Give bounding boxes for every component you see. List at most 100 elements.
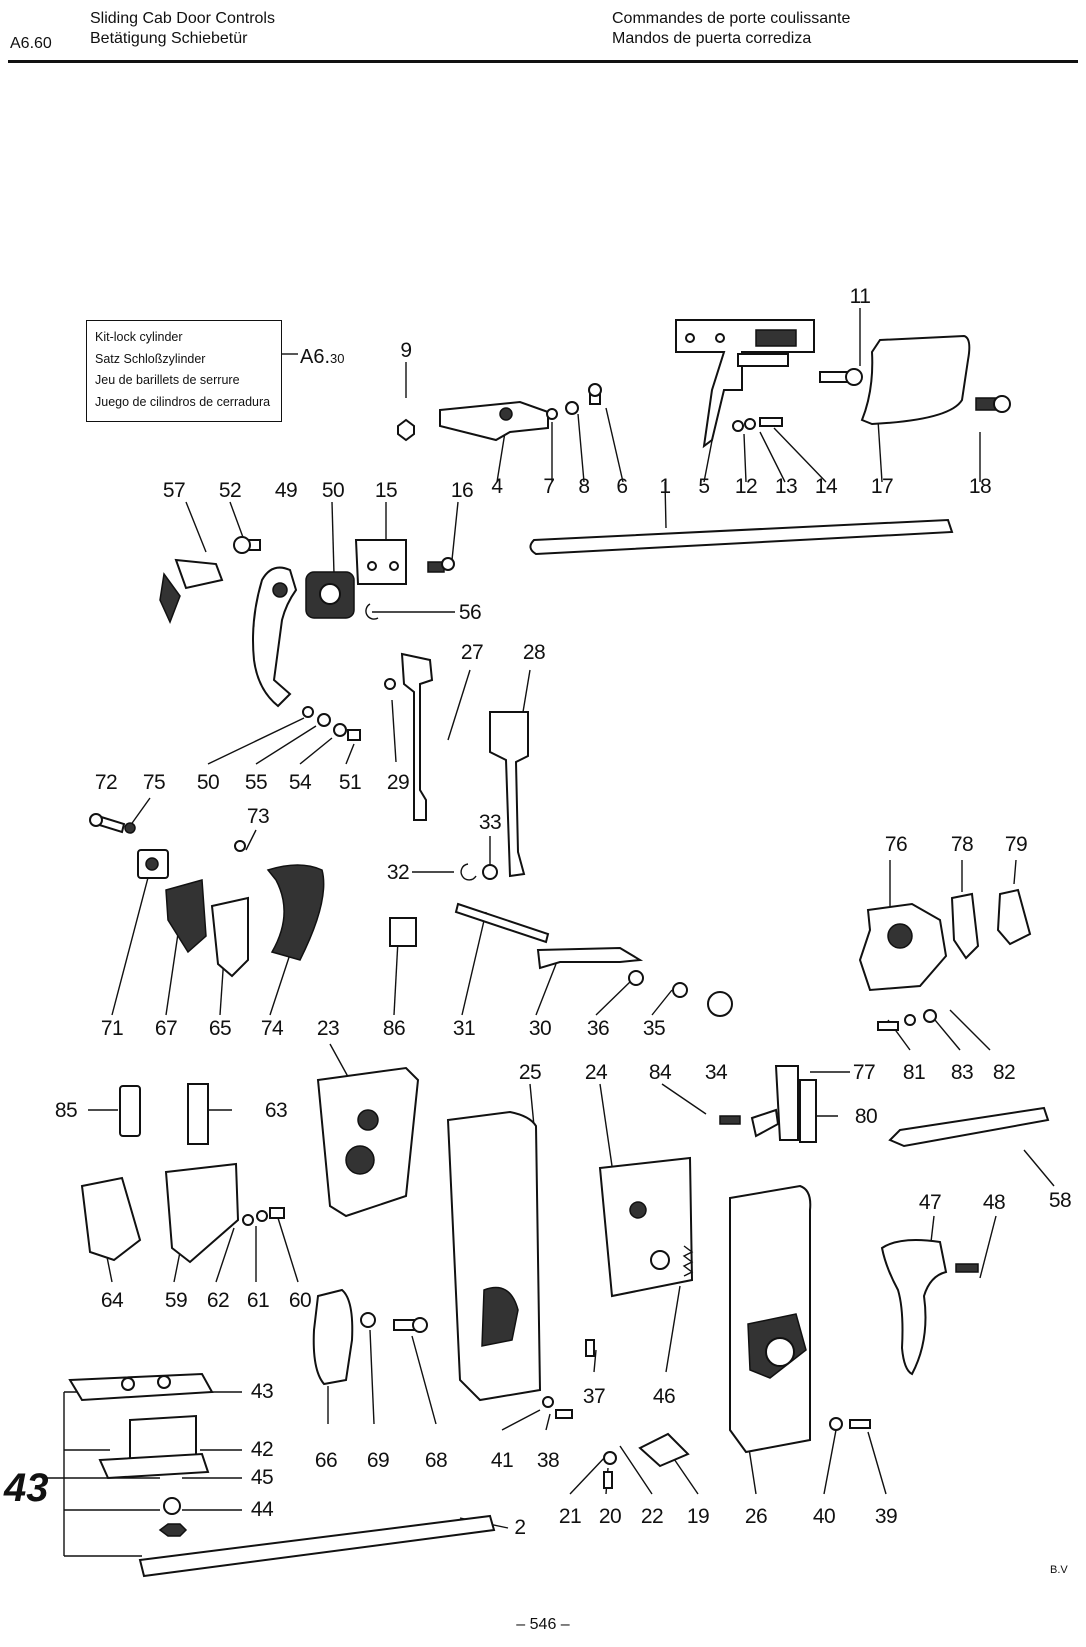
callout-21: 21: [558, 1505, 582, 1528]
callout-58: 58: [1048, 1189, 1072, 1212]
callout-62: 62: [206, 1289, 230, 1312]
callout-74: 74: [260, 1017, 284, 1040]
callout-69: 69: [366, 1449, 390, 1472]
kit-line: Kit-lock cylinder: [95, 330, 183, 344]
callout-45: 45: [250, 1466, 274, 1489]
callout-56: 56: [458, 601, 482, 624]
callout-7: 7: [543, 475, 555, 498]
callout-46: 46: [652, 1385, 676, 1408]
callout-60: 60: [288, 1289, 312, 1312]
callout-39: 39: [874, 1505, 898, 1528]
callout-55: 55: [244, 771, 268, 794]
callout-42: 42: [250, 1438, 274, 1461]
callout-67: 67: [154, 1017, 178, 1040]
kit-line: Jeu de barillets de serrure: [95, 373, 240, 387]
callout-26: 26: [744, 1505, 768, 1528]
kit-reference: A6.30: [300, 346, 345, 368]
callout-33: 33: [478, 811, 502, 834]
callout-23: 23: [316, 1017, 340, 1040]
callout-18: 18: [968, 475, 992, 498]
kit-line: Juego de cilindros de cerradura: [95, 394, 271, 409]
callout-73: 73: [246, 805, 270, 828]
callout-34: 34: [704, 1061, 728, 1084]
callout-75: 75: [142, 771, 166, 794]
callout-2: 2: [514, 1516, 526, 1539]
callout-25: 25: [518, 1061, 542, 1084]
title-german: Betätigung Schiebetür: [90, 30, 248, 47]
part-drawings: [68, 319, 1050, 1578]
callout-50b: 50: [196, 771, 220, 794]
callout-9: 9: [400, 339, 412, 362]
callout-80: 80: [854, 1105, 878, 1128]
callout-22: 22: [640, 1505, 664, 1528]
group-label-43: 43: [4, 1466, 49, 1510]
callout-17: 17: [870, 475, 894, 498]
callout-47: 47: [918, 1191, 942, 1214]
callout-38: 38: [536, 1449, 560, 1472]
callout-4: 4: [491, 475, 503, 498]
callout-19: 19: [686, 1505, 710, 1528]
callout-68: 68: [424, 1449, 448, 1472]
callout-11: 11: [849, 285, 871, 308]
callout-6: 6: [616, 475, 628, 498]
callout-85: 85: [54, 1099, 78, 1122]
callout-43: 43: [250, 1380, 274, 1403]
callout-5: 5: [698, 475, 710, 498]
callout-40: 40: [812, 1505, 836, 1528]
title-french: Commandes de porte coulissante: [612, 10, 851, 27]
callout-35: 35: [642, 1017, 666, 1040]
callout-1: 1: [659, 475, 671, 498]
callout-30: 30: [528, 1017, 552, 1040]
page-number: – 546 –: [516, 1616, 570, 1633]
callout-49: 49: [274, 479, 298, 502]
section-code: A6.60: [10, 35, 52, 52]
callout-50: 50: [321, 479, 345, 502]
callout-28: 28: [522, 641, 546, 664]
callout-16: 16: [450, 479, 474, 502]
callout-81: 81: [902, 1061, 926, 1084]
callout-82: 82: [992, 1061, 1016, 1084]
callout-20: 20: [598, 1505, 622, 1528]
callout-54: 54: [288, 771, 312, 794]
callout-65: 65: [208, 1017, 232, 1040]
kit-line: Satz Schloßzylinder: [95, 351, 206, 366]
callout-29: 29: [386, 771, 410, 794]
callout-44: 44: [250, 1498, 274, 1521]
callout-59: 59: [164, 1289, 188, 1312]
callout-37: 37: [582, 1385, 606, 1408]
callout-14: 14: [814, 475, 838, 498]
callout-27: 27: [460, 641, 484, 664]
title-english: Sliding Cab Door Controls: [90, 10, 275, 27]
callout-13: 13: [774, 475, 798, 498]
callout-63: 63: [264, 1099, 288, 1122]
callout-24: 24: [584, 1061, 608, 1084]
kit-lock-cylinder-box: Kit-lock cylinder Satz Schloßzylinder Je…: [86, 320, 282, 422]
callout-64: 64: [100, 1289, 124, 1312]
signature: B.V: [1050, 1564, 1068, 1576]
callout-8: 8: [578, 475, 590, 498]
callout-77: 77: [852, 1061, 876, 1084]
callout-78: 78: [950, 833, 974, 856]
callout-48: 48: [982, 1191, 1006, 1214]
callout-86: 86: [382, 1017, 406, 1040]
header-rule: [8, 60, 1078, 63]
callout-71: 71: [100, 1017, 124, 1040]
callout-61: 61: [246, 1289, 270, 1312]
callout-15: 15: [374, 479, 398, 502]
callout-84: 84: [648, 1061, 672, 1084]
callout-51: 51: [338, 771, 362, 794]
callout-83: 83: [950, 1061, 974, 1084]
callout-76: 76: [884, 833, 908, 856]
callout-12: 12: [734, 475, 758, 498]
callout-36: 36: [586, 1017, 610, 1040]
callout-79: 79: [1004, 833, 1028, 856]
callout-72: 72: [94, 771, 118, 794]
callout-31: 31: [452, 1017, 476, 1040]
callout-66: 66: [314, 1449, 338, 1472]
title-spanish: Mandos de puerta corrediza: [612, 30, 812, 47]
callout-41: 41: [490, 1449, 514, 1472]
callout-32: 32: [386, 861, 410, 884]
callout-57: 57: [162, 479, 186, 502]
